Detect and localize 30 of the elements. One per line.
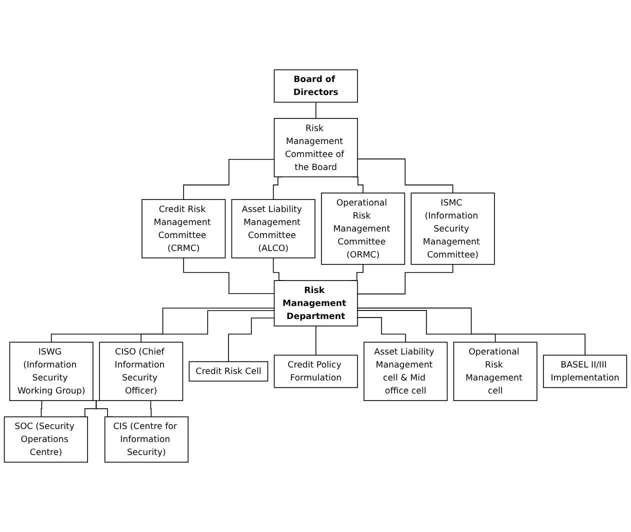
connector	[357, 158, 454, 194]
node-box: Operational Risk Management Committee (ORMC)	[321, 192, 406, 265]
connector	[40, 400, 44, 418]
node-box: Asset Liability Management Committee (ALCO)	[231, 199, 316, 258]
node-box: CIS (Centre for Information Security)	[104, 416, 188, 463]
node-box: BASEL II/III Implementation	[543, 354, 628, 388]
node-box: ISWG (Information Security Working Group)	[9, 342, 94, 401]
node-box: Risk Management Committee of the Board	[274, 118, 358, 178]
node-box: Credit Risk Cell	[188, 361, 268, 382]
node-box: Risk Management Department	[274, 280, 358, 326]
node-box: Board of Directors	[274, 69, 358, 103]
connector	[50, 308, 275, 343]
node-box: Credit Risk Management Committee (CRMC)	[142, 199, 226, 258]
connector	[140, 310, 275, 343]
connector	[183, 158, 275, 200]
connector	[315, 102, 316, 119]
connector	[228, 318, 275, 362]
node-box: ISMC (Information Security Management Committee)	[410, 192, 495, 265]
node-box: Credit Policy Formulation	[274, 354, 358, 388]
connector	[357, 308, 586, 356]
node-box: Asset Liability Management cell & Mid office cell	[364, 342, 448, 401]
connector	[357, 264, 454, 294]
node-box: SOC (Security Operations Centre)	[4, 416, 88, 463]
connector	[357, 310, 496, 343]
connector	[315, 326, 316, 356]
node-box: Operational Risk Management cell	[453, 342, 538, 401]
connector	[357, 317, 406, 343]
connector	[149, 400, 152, 418]
connector	[183, 257, 275, 294]
node-box: CISO (Chief Information Security Officer)	[99, 342, 184, 401]
